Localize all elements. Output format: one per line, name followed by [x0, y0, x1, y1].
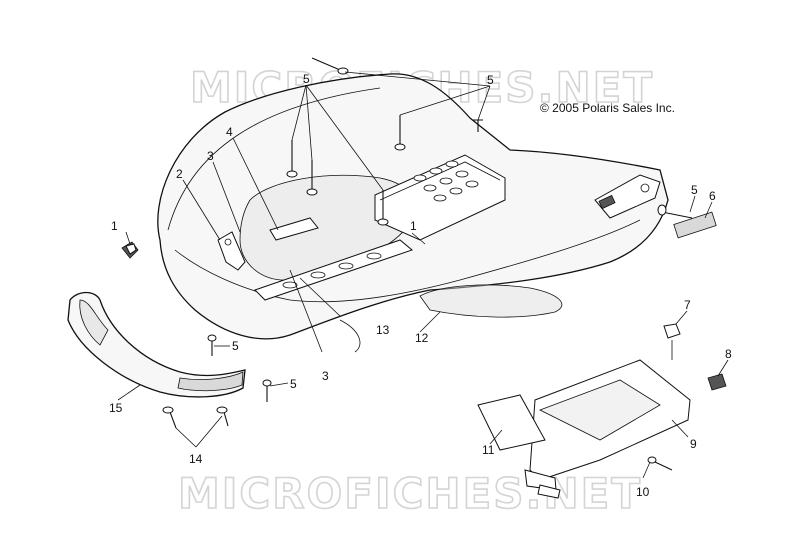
callout-2: 2 [176, 167, 183, 181]
clip-8 [707, 373, 727, 391]
floor-bracket [374, 154, 506, 241]
callout-5e: 5 [290, 377, 297, 391]
callout-1b: 1 [410, 219, 417, 233]
callout-5b: 5 [487, 73, 494, 87]
callout-12: 12 [415, 331, 429, 345]
callout-3: 3 [207, 149, 214, 163]
heat-shield [524, 359, 691, 499]
callout-15: 15 [109, 401, 123, 415]
copyright-note: © 2005 Polaris Sales Inc. [540, 101, 675, 115]
callout-labels: 1 1 2 3 3 4 5 5 5 5 5 6 7 8 9 10 11 12 1… [109, 72, 732, 499]
callout-13: 13 [376, 323, 390, 337]
decal-11 [477, 394, 546, 451]
leader-lines [117, 71, 729, 479]
watermark-bottom: MICROFICHES.NET [178, 469, 642, 518]
clip-1 [121, 241, 139, 259]
bracket-2 [217, 231, 246, 271]
bolts [207, 57, 693, 471]
bracket-4 [269, 217, 319, 241]
callout-9: 9 [690, 437, 697, 451]
decal-6 [673, 211, 717, 239]
callout-5d: 5 [232, 339, 239, 353]
callout-3b: 3 [322, 369, 329, 383]
front-bumper [67, 291, 246, 398]
callout-6: 6 [709, 189, 716, 203]
screws-14 [162, 406, 229, 429]
callout-5a: 5 [303, 72, 310, 86]
callout-10: 10 [636, 485, 650, 499]
callout-1: 1 [111, 219, 118, 233]
callout-11: 11 [482, 443, 495, 457]
callout-8: 8 [725, 347, 732, 361]
callout-5c: 5 [691, 183, 698, 197]
reinforcement-strip [254, 239, 414, 301]
nut-7 [663, 323, 681, 339]
callout-14: 14 [189, 452, 203, 466]
callout-4: 4 [226, 125, 233, 139]
callout-7: 7 [684, 298, 691, 312]
